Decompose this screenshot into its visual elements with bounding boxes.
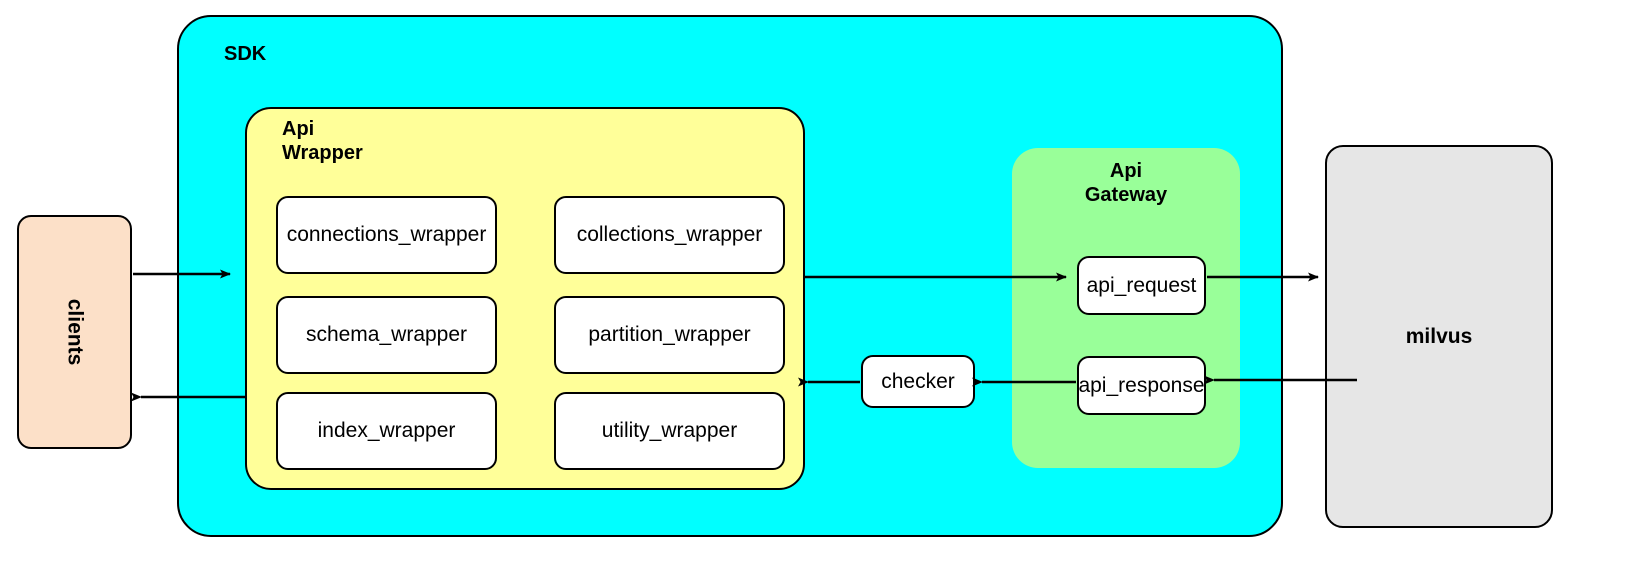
node-api-request-label: api_request xyxy=(1086,273,1197,297)
node-partition-wrapper[interactable]: partition_wrapper xyxy=(554,296,785,374)
node-milvus[interactable]: milvus xyxy=(1325,145,1553,528)
node-index-wrapper-label: index_wrapper xyxy=(317,419,456,442)
node-connections-wrapper[interactable]: connections_wrapper xyxy=(276,196,497,274)
node-utility-wrapper[interactable]: utility_wrapper xyxy=(554,392,785,470)
node-schema-wrapper[interactable]: schema_wrapper xyxy=(276,296,497,374)
node-api-response-label: api_response xyxy=(1078,373,1205,397)
container-sdk-label: SDK xyxy=(224,43,267,65)
node-partition-wrapper-label: partition_wrapper xyxy=(588,323,751,346)
node-clients[interactable]: clients xyxy=(17,215,132,449)
container-api-gateway-label: Api Gateway xyxy=(1084,160,1168,206)
node-collections-wrapper-label: collections_wrapper xyxy=(576,223,763,246)
node-milvus-label: milvus xyxy=(1405,324,1473,348)
node-collections-wrapper[interactable]: collections_wrapper xyxy=(554,196,785,274)
node-clients-label: clients xyxy=(63,298,87,366)
node-checker[interactable]: checker xyxy=(861,355,975,408)
container-api-wrapper-label: Api Wrapper xyxy=(282,118,363,164)
node-checker-label: checker xyxy=(881,369,955,393)
node-api-request[interactable]: api_request xyxy=(1077,256,1206,315)
node-utility-wrapper-label: utility_wrapper xyxy=(601,419,738,442)
node-api-response[interactable]: api_response xyxy=(1077,356,1206,415)
node-index-wrapper[interactable]: index_wrapper xyxy=(276,392,497,470)
node-connections-wrapper-label: connections_wrapper xyxy=(286,223,487,246)
node-schema-wrapper-label: schema_wrapper xyxy=(305,323,468,346)
